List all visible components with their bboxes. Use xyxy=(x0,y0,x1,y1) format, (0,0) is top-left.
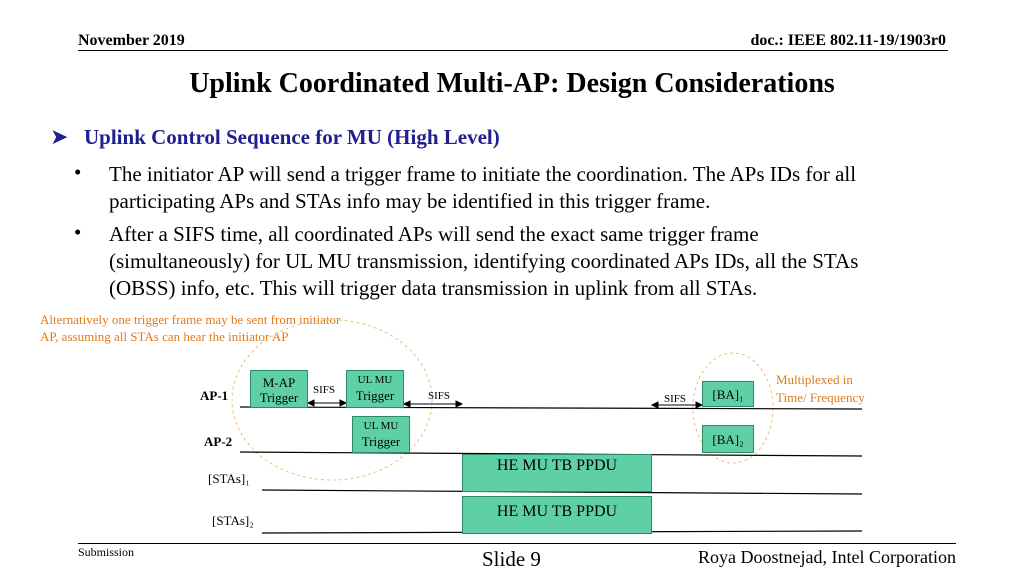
multiplexed-line-1: Multiplexed in xyxy=(776,372,853,387)
ppdu-stas1-label: HE MU TB PPDU xyxy=(496,457,618,474)
coordination-ellipse xyxy=(231,319,433,481)
header-doc-id: doc.: IEEE 802.11-19/1903r0 xyxy=(750,32,946,49)
footer-rule xyxy=(78,543,956,544)
ul-mu-trigger-ap2-line-1: UL MU xyxy=(363,420,399,432)
row-label-ap2: AP-2 xyxy=(204,434,233,449)
m-ap-trigger-line-1: M-AP xyxy=(262,375,296,390)
sifs-label-2: SIFS xyxy=(428,390,451,402)
ba1-box: [BA]₁ xyxy=(702,381,754,407)
ppdu-stas1-box: HE MU TB PPDU xyxy=(462,454,652,492)
multiplexed-line-2: Time/ Frequency xyxy=(776,390,865,405)
ul-mu-trigger-ap1-box: UL MU Trigger xyxy=(346,370,404,408)
ba2-label: [BA]₂ xyxy=(712,432,744,447)
footer-submission: Submission xyxy=(78,545,135,559)
bullet-1-line-2: participating APs and STAs info may be i… xyxy=(109,189,711,213)
row-label-ap1: AP-1 xyxy=(200,388,229,403)
arrow-bullet-icon: ➤ xyxy=(50,124,69,149)
multiplex-ellipse xyxy=(692,352,774,464)
sifs-label-3: SIFS xyxy=(664,393,687,405)
ul-mu-trigger-ap1-line-1: UL MU xyxy=(357,374,393,386)
section-subtitle: Uplink Control Sequence for MU (High Lev… xyxy=(84,125,500,149)
slide-number: Slide 9 xyxy=(482,547,541,571)
ba1-label: [BA]₁ xyxy=(712,387,744,402)
note-line-2: AP, assuming all STAs can hear the initi… xyxy=(40,329,289,344)
ppdu-stas2-box: HE MU TB PPDU xyxy=(462,496,652,534)
bullet-dot-icon: • xyxy=(74,220,82,244)
ppdu-stas2-label: HE MU TB PPDU xyxy=(496,503,618,520)
ul-mu-trigger-ap1-line-2: Trigger xyxy=(355,388,395,403)
m-ap-trigger-line-2: Trigger xyxy=(259,390,299,405)
row-label-stas1: [STAs]₁ xyxy=(208,471,250,486)
ul-mu-trigger-ap2-box: UL MU Trigger xyxy=(352,416,410,453)
bullet-dot-icon: • xyxy=(74,160,82,184)
bullet-2-line-1: After a SIFS time, all coordinated APs w… xyxy=(109,222,759,246)
bullet-2-line-2: (simultaneously) for UL MU transmission,… xyxy=(109,249,859,273)
ap1-timeline xyxy=(239,406,863,410)
footer-author: Roya Doostnejad, Intel Corporation xyxy=(698,547,956,567)
note-line-1: Alternatively one trigger frame may be s… xyxy=(40,312,341,327)
header-rule xyxy=(78,50,948,51)
bullet-2-line-3: (OBSS) info, etc. This will trigger data… xyxy=(109,276,758,300)
row-label-stas2: [STAs]₂ xyxy=(212,513,254,528)
ba2-box: [BA]₂ xyxy=(702,425,754,453)
header-date: November 2019 xyxy=(78,32,185,49)
stas1-timeline xyxy=(261,489,863,495)
sifs-label-1: SIFS xyxy=(313,384,336,396)
ul-mu-trigger-ap2-line-2: Trigger xyxy=(361,434,401,449)
slide-title: Uplink Coordinated Multi-AP: Design Cons… xyxy=(189,68,835,99)
bullet-1-line-1: The initiator AP will send a trigger fra… xyxy=(109,162,857,186)
m-ap-trigger-box: M-AP Trigger xyxy=(250,370,308,408)
